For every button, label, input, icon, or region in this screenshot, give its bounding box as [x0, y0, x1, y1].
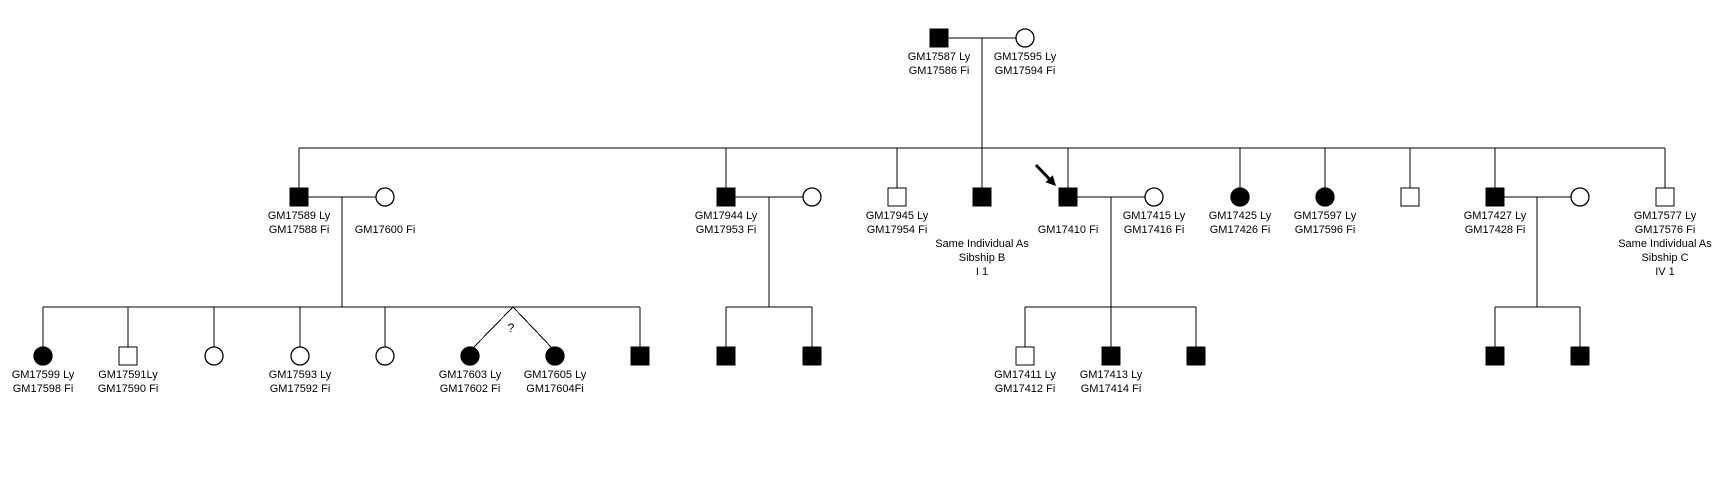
individual-label-gm17587-line2: GM17586 Fi [908, 65, 970, 77]
individual-label-gm17605-line2: GM17604Fi [526, 383, 584, 395]
individual-label-gm17593-line1: GM17593 Ly [268, 369, 332, 381]
individual-symbol-family-c-son-3[interactable] [1186, 346, 1206, 366]
individual-symbol-gm17597[interactable] [1315, 187, 1335, 207]
individual-label-gm17595-line2: GM17594 Fi [994, 65, 1056, 77]
individual-label-gm17410-line2: GM17410 Fi [1037, 224, 1099, 236]
individual-label-gm17425-line1: GM17425 Ly [1208, 210, 1272, 222]
individual-symbol-gm17944-spouse[interactable] [802, 187, 822, 207]
individual-label-gm17589-line1: GM17589 Ly [267, 210, 331, 222]
individual-label-gm17413-line2: GM17414 Fi [1080, 383, 1142, 395]
individual-symbol-gm17410[interactable] [1058, 187, 1078, 207]
individual-symbol-gm17593[interactable] [290, 346, 310, 366]
individual-symbol-gm17945[interactable] [887, 187, 907, 207]
individual-symbol-family-b-son-2[interactable] [802, 346, 822, 366]
individual-label-gm17595-line1: GM17595 Ly [993, 51, 1057, 63]
individual-label-sibship-b-individual-line5: I 1 [975, 266, 989, 278]
individual-label-gm17603-line2: GM17602 Fi [439, 383, 501, 395]
individual-symbol-unlabeled-female-2[interactable] [375, 346, 395, 366]
individual-symbol-gm17591[interactable] [118, 346, 138, 366]
individual-label-gm17577-line2: GM17576 Fi [1634, 224, 1696, 236]
individual-label-gm17415-line2: GM17416 Fi [1123, 224, 1185, 236]
individual-label-gm17603-line1: GM17603 Ly [438, 369, 502, 381]
individual-label-gm17597-line1: GM17597 Ly [1293, 210, 1357, 222]
individual-symbol-gm17605[interactable] [545, 346, 565, 366]
individual-label-gm17600-line2: GM17600 Fi [354, 224, 416, 236]
individual-label-gm17945-line1: GM17945 Ly [865, 210, 929, 222]
individual-label-gm17577-line1: GM17577 Ly [1633, 210, 1697, 222]
individual-symbol-family-d-son-1[interactable] [1485, 346, 1505, 366]
individual-symbol-gm17411[interactable] [1015, 346, 1035, 366]
individual-symbol-gm17595[interactable] [1015, 28, 1035, 48]
individual-label-sibship-b-individual-line4: Sibship B [958, 252, 1006, 264]
individual-label-sibship-b-individual-line3: Same Individual As [935, 238, 1029, 250]
individual-symbol-gm17589[interactable] [289, 187, 309, 207]
individual-label-gm17599-line1: GM17599 Ly [11, 369, 75, 381]
individual-label-gm17944-line2: GM17953 Fi [695, 224, 757, 236]
individual-label-gm17593-line2: GM17592 Fi [269, 383, 331, 395]
individual-label-gm17411-line2: GM17412 Fi [994, 383, 1056, 395]
individual-label-gm17415-line1: GM17415 Ly [1122, 210, 1186, 222]
individual-label-gm17597-line2: GM17596 Fi [1294, 224, 1356, 236]
individual-label-gm17577-line5: IV 1 [1655, 266, 1675, 278]
individual-symbol-gm17944[interactable] [716, 187, 736, 207]
proband-arrow-icon [1034, 163, 1056, 186]
individual-symbol-gm17425[interactable] [1230, 187, 1250, 207]
individual-symbol-gm17415[interactable] [1144, 187, 1164, 207]
individual-label-gm17599-line2: GM17598 Fi [12, 383, 74, 395]
individual-symbol-gm17600[interactable] [375, 187, 395, 207]
individual-label-gm17577-line4: Sibship C [1641, 252, 1689, 264]
individual-label-gm17427-line1: GM17427 Ly [1463, 210, 1527, 222]
individual-symbol-unlabeled-male-gen2[interactable] [1400, 187, 1420, 207]
individual-symbol-gm17587[interactable] [929, 28, 949, 48]
individual-label-gm17591-line1: GM17591Ly [98, 369, 158, 381]
individual-label-gm17413-line1: GM17413 Ly [1079, 369, 1143, 381]
individual-symbol-family-d-son-2[interactable] [1570, 346, 1590, 366]
individual-label-gm17589-line2: GM17588 Fi [268, 224, 330, 236]
individual-label-gm17587-line1: GM17587 Ly [907, 51, 971, 63]
individual-label-gm17591-line2: GM17590 Fi [97, 383, 159, 395]
individual-symbol-gm17577[interactable] [1655, 187, 1675, 207]
individual-symbol-gm17427-spouse[interactable] [1570, 187, 1590, 207]
individual-label-gm17577-line3: Same Individual As [1618, 238, 1712, 250]
individual-symbol-sibship-b-individual[interactable] [972, 187, 992, 207]
individual-label-gm17944-line1: GM17944 Ly [694, 210, 758, 222]
individual-label-gm17425-line2: GM17426 Fi [1209, 224, 1271, 236]
individual-label-gm17605-line1: GM17605 Ly [523, 369, 587, 381]
individual-symbol-gm17603[interactable] [460, 346, 480, 366]
individual-symbol-gm17599[interactable] [33, 346, 53, 366]
individual-symbol-unlabeled-female-1[interactable] [204, 346, 224, 366]
twin-line-left [471, 306, 514, 350]
individual-symbol-gm17427[interactable] [1485, 187, 1505, 207]
twin-line-right [512, 306, 554, 350]
twin-zygosity-question-mark: ? [507, 321, 515, 335]
individual-label-gm17945-line2: GM17954 Fi [866, 224, 928, 236]
individual-symbol-gm17413[interactable] [1101, 346, 1121, 366]
individual-symbol-unlabeled-male-a[interactable] [630, 346, 650, 366]
individual-label-gm17427-line2: GM17428 Fi [1464, 224, 1526, 236]
individual-label-gm17411-line1: GM17411 Ly [994, 369, 1056, 381]
individual-symbol-family-b-son-1[interactable] [716, 346, 736, 366]
